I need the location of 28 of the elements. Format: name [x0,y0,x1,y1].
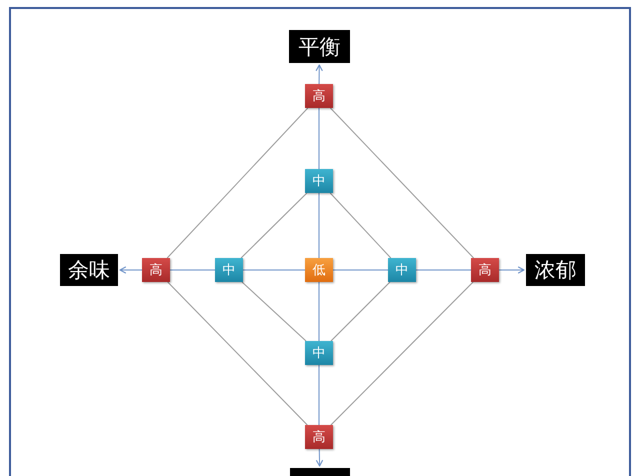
connector-line [330,282,390,342]
level-box: 高 [142,258,170,282]
level-box: 中 [305,169,333,193]
level-box: 高 [471,258,499,282]
arrow [498,266,525,274]
label-box: 余味 [60,254,118,286]
level-box: 中 [388,258,416,282]
arrow [316,64,323,84]
level-box: 高 [305,84,333,108]
level-box: 低 [305,258,333,282]
connector-line [330,108,474,258]
connector-line [240,192,308,258]
label-box: 浓郁 [526,254,585,286]
connector-line [318,108,320,170]
connector-line [167,282,308,426]
connector-line [318,282,320,342]
connector-line [318,364,320,426]
level-box: 中 [215,258,243,282]
connector-line [242,282,306,342]
arrow [316,448,324,467]
level-box: 高 [305,425,333,449]
connector-line [318,192,320,258]
arrow [119,266,142,274]
label-box: 平衡 [289,30,350,63]
connector-line [330,192,392,258]
connector-line [166,108,308,258]
connector-line [330,282,474,426]
level-box: 中 [305,341,333,365]
